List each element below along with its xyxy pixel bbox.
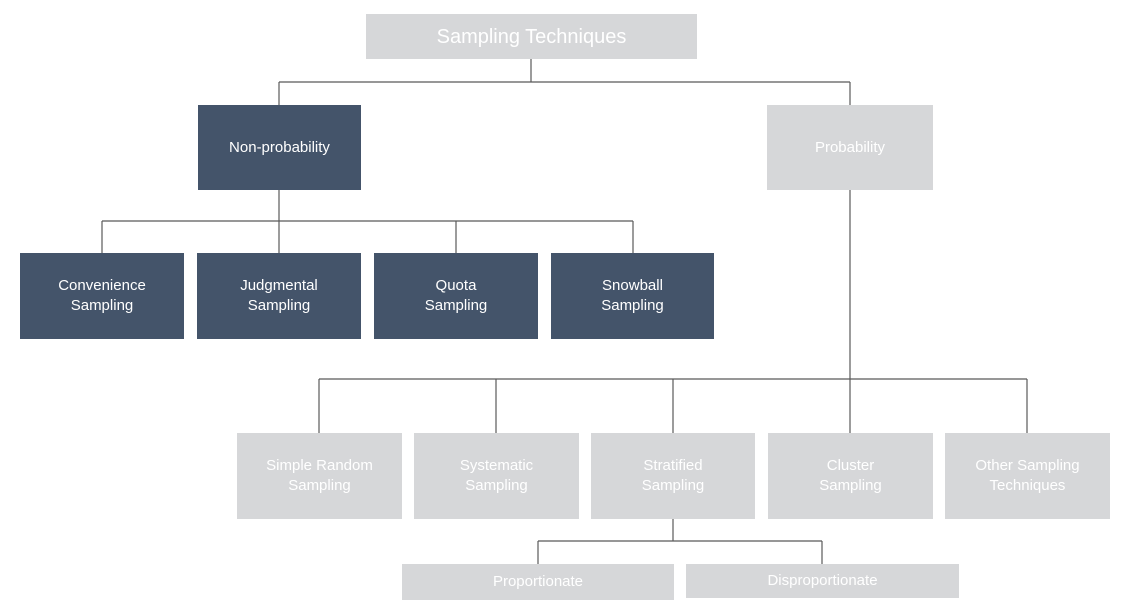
node-systematic-sampling: Systematic Sampling: [414, 433, 579, 519]
root-node-sampling-techniques: Sampling Techniques: [366, 14, 697, 59]
node-simple-random-sampling: Simple Random Sampling: [237, 433, 402, 519]
node-disproportionate: Disproportionate: [686, 564, 959, 598]
node-cluster-sampling: Cluster Sampling: [768, 433, 933, 519]
node-quota-sampling: Quota Sampling: [374, 253, 538, 339]
node-non-probability: Non-probability: [198, 105, 361, 190]
node-judgmental-sampling: Judgmental Sampling: [197, 253, 361, 339]
node-probability: Probability: [767, 105, 933, 190]
node-convenience-sampling: Convenience Sampling: [20, 253, 184, 339]
node-snowball-sampling: Snowball Sampling: [551, 253, 714, 339]
node-proportionate: Proportionate: [402, 564, 674, 600]
node-stratified-sampling: Stratified Sampling: [591, 433, 755, 519]
node-other-sampling-techniques: Other Sampling Techniques: [945, 433, 1110, 519]
